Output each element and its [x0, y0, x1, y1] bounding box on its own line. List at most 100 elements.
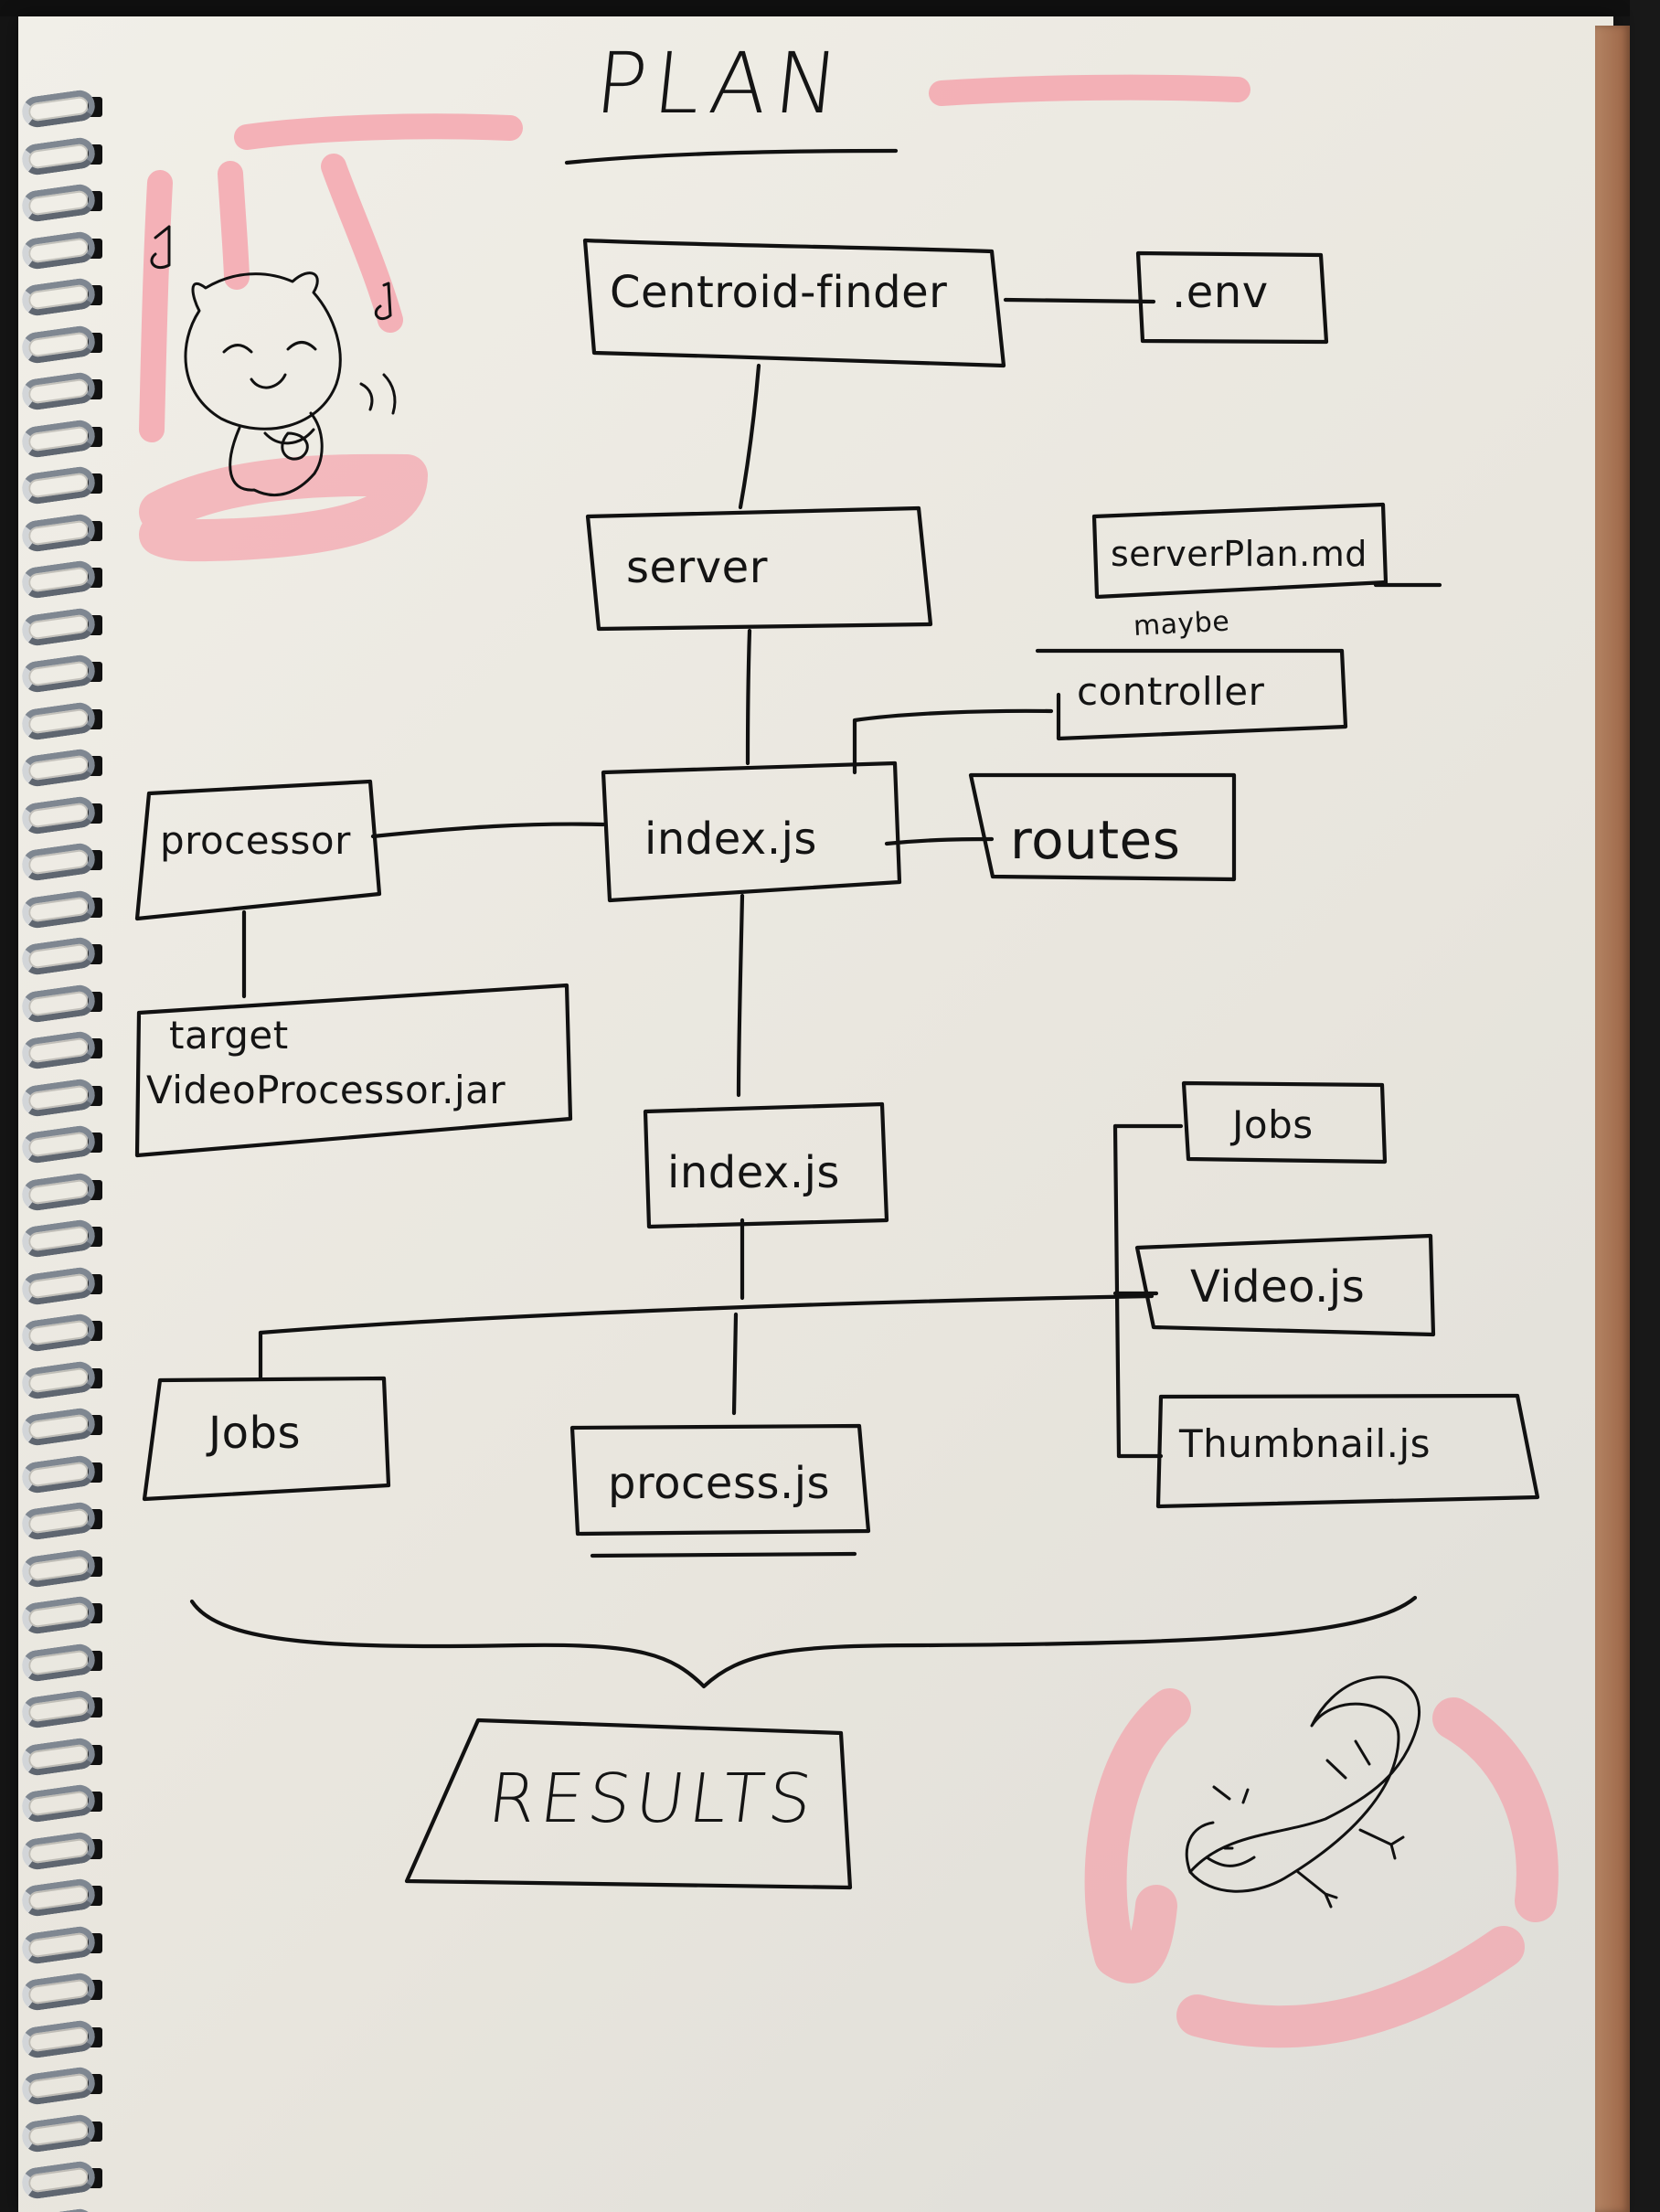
branch-bottom-horizontal — [258, 1293, 1155, 1335]
background-top — [0, 0, 1660, 16]
index-js-top-label: index.js — [644, 814, 817, 865]
notebook-paper — [18, 16, 1613, 2212]
bear-right-highlight — [321, 154, 403, 333]
spiral-hole — [88, 850, 102, 870]
connector-centroid-server — [738, 363, 761, 510]
spiral-hole — [88, 1321, 102, 1341]
spiral-hole — [88, 2168, 102, 2188]
spiral-hole — [88, 191, 102, 211]
routes-box — [968, 772, 1237, 882]
server-box — [585, 505, 933, 632]
process-js-label: process.js — [608, 1458, 831, 1509]
connector-index-routes — [884, 836, 995, 846]
video-js-label: Video.js — [1190, 1261, 1366, 1313]
branch-process-js — [731, 1312, 739, 1416]
spiral-hole — [88, 1556, 102, 1577]
video-js-box — [1134, 1233, 1436, 1337]
branch-right-vertical — [1112, 1123, 1122, 1459]
spiral-hole — [88, 1932, 102, 1953]
lizard-doodle-icon — [1185, 1675, 1421, 1909]
spiral-hole — [88, 1792, 102, 1812]
thumbnail-js-box — [1155, 1393, 1540, 1509]
connector-centroid-env — [1003, 297, 1156, 304]
processor-label: processor — [160, 818, 351, 863]
spiral-hole — [88, 803, 102, 824]
spiral-hole — [88, 1650, 102, 1671]
spiral-hole — [88, 614, 102, 635]
connector-processor-index — [370, 822, 606, 839]
index-js-bottom-label: index.js — [667, 1147, 840, 1198]
controller-label: controller — [1077, 669, 1265, 714]
spiral-hole — [88, 1133, 102, 1153]
lizard-left-highlight — [1084, 1688, 1191, 1983]
spiral-hole — [88, 2121, 102, 2142]
server-label: server — [626, 542, 768, 593]
spiral-hole — [88, 1744, 102, 1765]
centroid-finder-box — [582, 238, 1006, 368]
jobs-right-box — [1181, 1080, 1388, 1164]
spiral-hole — [88, 426, 102, 447]
jobs-right-label: Jobs — [1232, 1102, 1314, 1147]
process-js-box — [569, 1423, 871, 1558]
results-brace — [189, 1595, 1418, 1689]
notebook-cover-edge — [1595, 26, 1630, 2212]
thumbnail-js-label: Thumbnail.js — [1179, 1421, 1431, 1466]
spiral-hole — [88, 332, 102, 353]
spiral-hole — [88, 1179, 102, 1200]
maybe-note-label: maybe — [1133, 605, 1231, 643]
title-underline — [564, 148, 899, 165]
spiral-hole — [88, 1038, 102, 1058]
bear-doodle-icon — [150, 225, 397, 497]
results-box — [404, 1717, 853, 1890]
spiral-hole — [88, 285, 102, 305]
spiral-hole — [88, 1085, 102, 1106]
server-plan-label: serverPlan.md — [1111, 534, 1367, 574]
target-label: target — [169, 1013, 289, 1058]
spiral-hole — [88, 2026, 102, 2047]
spiral-hole — [88, 944, 102, 964]
spiral-hole — [88, 379, 102, 399]
spiral-hole — [88, 1273, 102, 1294]
title-right-highlight — [929, 74, 1250, 106]
spiral-hole — [88, 1603, 102, 1623]
spiral-hole — [88, 2074, 102, 2094]
spiral-hole — [88, 708, 102, 729]
connector-index-controller — [852, 708, 1054, 775]
bear-top-highlight — [218, 161, 250, 290]
spiral-hole — [88, 991, 102, 1012]
spiral-hole — [88, 568, 102, 588]
spiral-hole — [88, 1462, 102, 1483]
results-label: RESULTS — [484, 1760, 821, 1838]
spiral-hole — [88, 1980, 102, 2000]
env-box — [1135, 250, 1329, 345]
controller-box — [1035, 648, 1348, 741]
env-label: .env — [1172, 267, 1269, 318]
title-left-highlight — [234, 113, 523, 150]
spiral-hole — [88, 473, 102, 494]
lizard-bottom-highlight — [1176, 1926, 1525, 2048]
spiral-hole — [88, 756, 102, 776]
video-processor-jar-label: VideoProcessor.jar — [146, 1068, 506, 1112]
spiral-hole — [88, 97, 102, 117]
routes-label: routes — [1010, 809, 1181, 871]
spiral-hole — [88, 238, 102, 259]
spiral-hole — [88, 897, 102, 918]
spiral-hole — [88, 1415, 102, 1435]
spiral-hole — [88, 1697, 102, 1717]
spiral-hole — [88, 1838, 102, 1859]
connector-index-bottom-index — [736, 893, 745, 1098]
bear-left-highlight — [139, 170, 173, 442]
connector-server-index — [745, 628, 752, 766]
jobs-left-box — [142, 1376, 391, 1502]
jobs-left-label: Jobs — [208, 1408, 301, 1459]
spiral-hole — [88, 520, 102, 541]
centroid-finder-label: Centroid-finder — [610, 267, 948, 318]
index-js-top-box — [601, 760, 902, 903]
bear-base-highlight — [139, 453, 428, 562]
server-plan-box — [1091, 502, 1442, 600]
spiral-hole — [88, 1886, 102, 1906]
spiral-hole — [88, 1227, 102, 1247]
plan-title: PLAN — [591, 35, 851, 133]
